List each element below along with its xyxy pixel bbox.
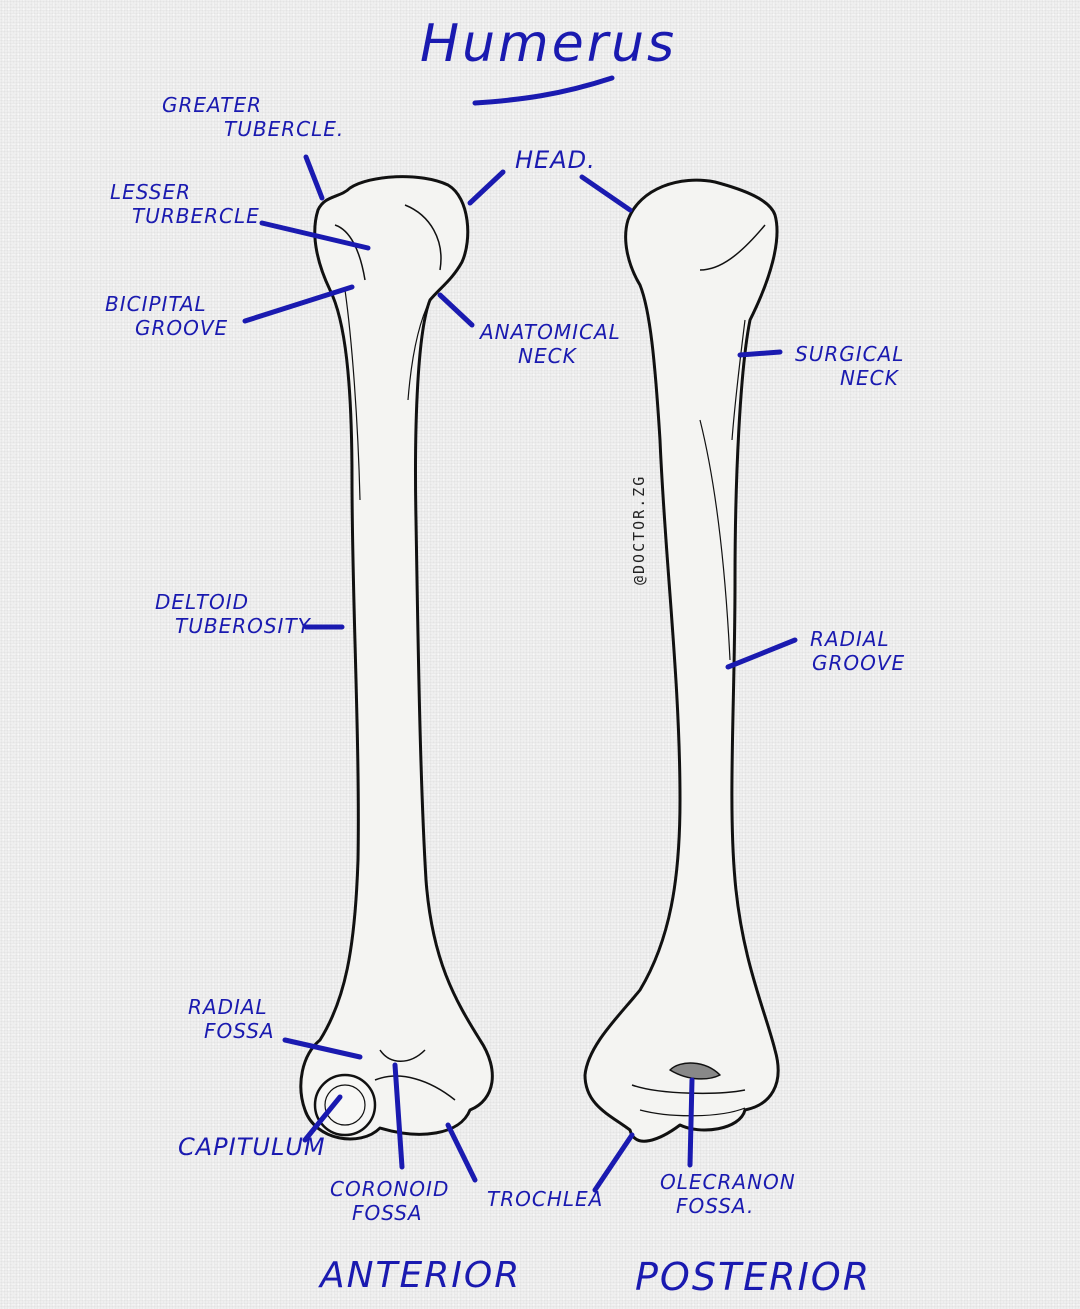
label-line: Tuberosity xyxy=(175,614,311,638)
label-line: Groove xyxy=(135,316,229,340)
label-radial-groove: Radial Groove xyxy=(810,627,905,675)
label-lesser-tubercle: Lesser Turbercle xyxy=(110,180,260,228)
leader-bicipital-groove xyxy=(242,284,355,324)
label-line: Radial xyxy=(188,995,268,1019)
anterior-humerus-drawing xyxy=(299,175,494,1141)
label-line: Anatomical xyxy=(480,320,621,344)
label-bicipital-groove: Bicipital Groove xyxy=(105,292,228,340)
leader-trochlea-posterior xyxy=(592,1132,635,1193)
artist-credit: @doctor.zg xyxy=(630,474,648,585)
label-line: Olecranon xyxy=(660,1170,796,1194)
label-line: Coronoid xyxy=(330,1177,450,1201)
label-line: Greater xyxy=(162,93,263,117)
view-label-posterior: Posterior xyxy=(635,1255,872,1299)
label-line: Fossa. xyxy=(676,1194,755,1218)
label-greater-tubercle: Greater Tubercle. xyxy=(162,93,344,141)
leader-capitulum xyxy=(302,1094,343,1143)
label-line: Capitulum xyxy=(178,1133,326,1161)
label-surgical-neck: Surgical Neck xyxy=(795,342,904,390)
leader-lines xyxy=(242,75,798,1193)
leader-radial-groove xyxy=(725,637,798,670)
label-capitulum: Capitulum xyxy=(178,1135,326,1159)
label-line: Surgical xyxy=(795,342,905,366)
diagram-title: Humerus xyxy=(420,14,678,74)
label-radial-fossa: Radial Fossa xyxy=(188,995,275,1043)
leader-greater-tubercle xyxy=(303,154,325,201)
label-deltoid-tuberosity: Deltoid Tuberosity xyxy=(155,590,311,638)
label-line: Fossa xyxy=(204,1019,275,1043)
label-line: Groove xyxy=(812,651,906,675)
label-line: Turbercle xyxy=(132,204,260,228)
title-underline xyxy=(472,75,615,106)
leader-surgical-neck xyxy=(737,349,783,358)
leader-trochlea xyxy=(445,1122,478,1183)
label-line: Fossa xyxy=(352,1201,423,1225)
label-line: Head. xyxy=(515,146,596,174)
leader-head-posterior xyxy=(579,174,633,213)
label-line: Bicipital xyxy=(105,292,207,316)
label-anatomical-neck: Anatomical Neck xyxy=(480,320,621,368)
label-trochlea: Trochlea xyxy=(487,1187,603,1211)
label-line: Neck xyxy=(518,344,577,368)
label-line: Lesser xyxy=(110,180,191,204)
label-line: Deltoid xyxy=(155,590,250,614)
leader-coronoid-fossa xyxy=(392,1062,405,1170)
view-label-anterior: Anterior xyxy=(320,1255,522,1296)
leader-olecranon-fossa xyxy=(687,1077,695,1168)
leader-lesser-tubercle xyxy=(259,220,371,251)
label-olecranon-fossa: Olecranon Fossa. xyxy=(660,1170,796,1218)
label-line: Tubercle. xyxy=(224,117,345,141)
posterior-humerus-drawing xyxy=(583,178,780,1143)
leader-anatomical-neck xyxy=(437,292,475,328)
leader-head-anterior xyxy=(467,169,506,206)
label-line: Radial xyxy=(810,627,890,651)
leader-radial-fossa xyxy=(282,1037,363,1060)
label-line: Neck xyxy=(840,366,899,390)
label-line: Trochlea xyxy=(487,1187,604,1211)
label-head: Head. xyxy=(515,148,596,172)
label-coronoid-fossa: Coronoid Fossa xyxy=(330,1177,449,1225)
